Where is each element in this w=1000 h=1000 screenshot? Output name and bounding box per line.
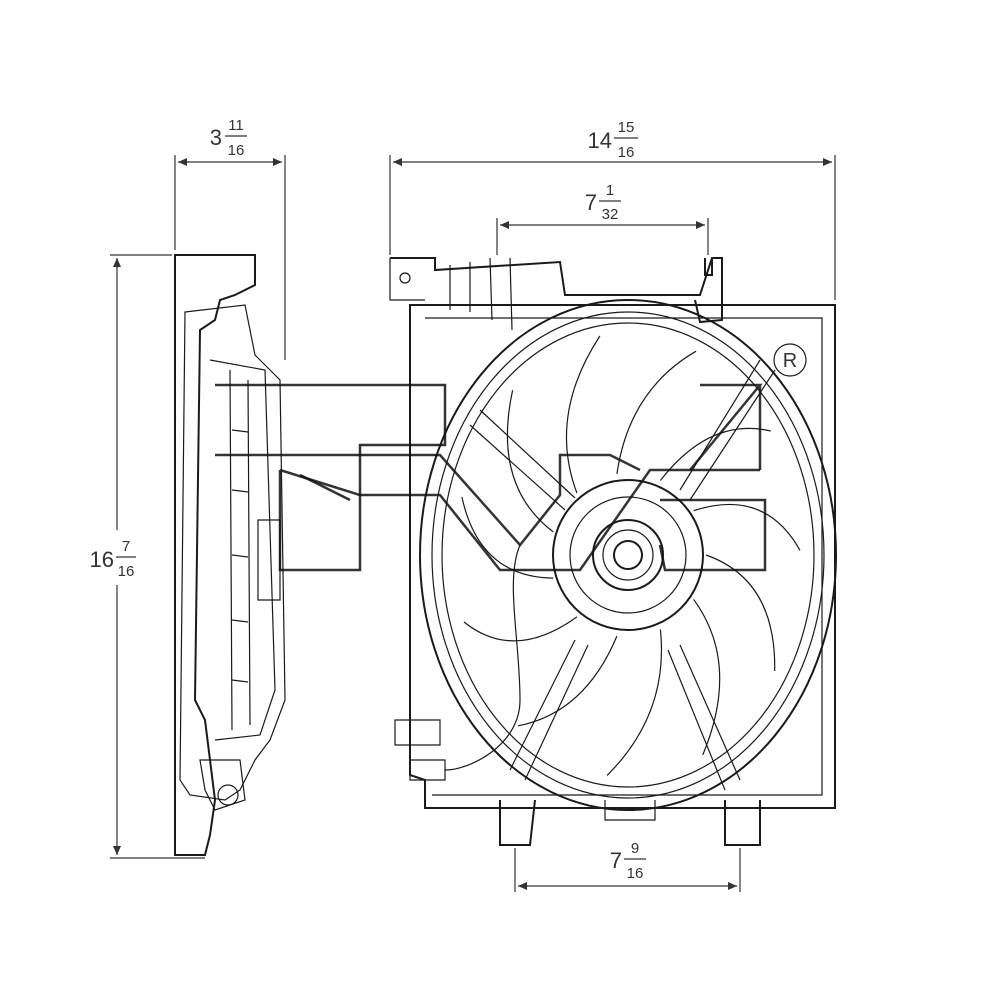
fan-blade — [659, 427, 771, 481]
fan-blade — [693, 598, 721, 756]
registered-mark-circle — [773, 343, 807, 377]
dimension-upper-mount-denominator: 32 — [602, 206, 619, 223]
dimension-height: 16 7 16 — [90, 254, 205, 859]
dimension-width: 14 15 16 — [389, 119, 836, 300]
dimension-height-numerator: 7 — [122, 538, 130, 555]
dimension-lower-mount: 7 9 16 — [514, 840, 741, 892]
fan-blade — [705, 554, 776, 672]
dimension-depth-whole: 3 — [210, 125, 222, 150]
fan-blade — [461, 496, 554, 579]
dimension-lower-mount-denominator: 16 — [627, 865, 644, 882]
dimension-upper-mount: 7 1 32 — [496, 182, 709, 255]
fan-blade — [693, 503, 801, 551]
fan-blade — [565, 335, 601, 494]
dimension-height-whole: 16 — [90, 547, 114, 572]
dimension-depth-denominator: 16 — [228, 142, 245, 159]
dimension-depth-numerator: 11 — [228, 117, 244, 134]
fan-blade-icon — [461, 335, 801, 776]
dimension-width-numerator: 15 — [618, 119, 635, 136]
dimension-width-denominator: 16 — [618, 144, 635, 161]
dimension-lower-mount-whole: 7 — [610, 848, 622, 873]
dimension-lower-mount-numerator: 9 — [631, 840, 639, 857]
logo-watermark — [215, 383, 767, 572]
dimension-upper-mount-whole: 7 — [585, 190, 597, 215]
dimension-upper-mount-numerator: 1 — [606, 182, 614, 199]
registered-mark: R — [783, 350, 797, 372]
fan-blade — [606, 629, 663, 776]
fan-blade — [517, 635, 618, 727]
fan-blade — [463, 616, 578, 642]
fan-blade — [616, 350, 697, 474]
dimension-depth: 3 11 16 — [174, 117, 286, 360]
dimension-width-whole: 14 — [588, 128, 612, 153]
side-view — [174, 254, 286, 856]
front-view: R — [389, 257, 837, 846]
dimension-height-denominator: 16 — [118, 563, 135, 580]
